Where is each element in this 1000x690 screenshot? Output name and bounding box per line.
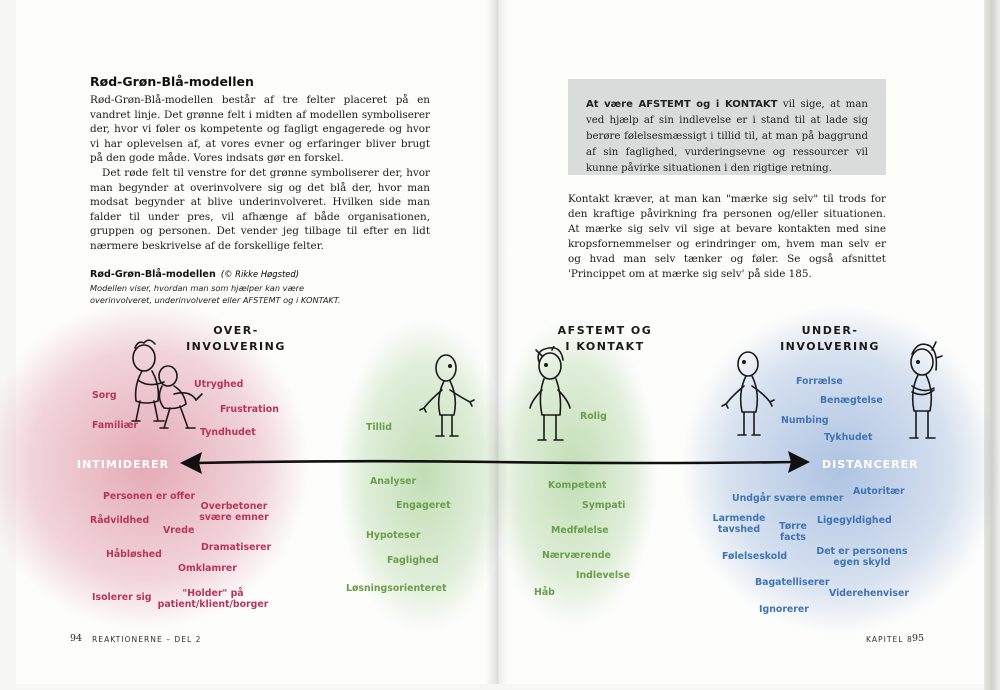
paragraph: Det røde felt til venstre for det grønne… bbox=[90, 166, 430, 252]
green-field-right bbox=[490, 318, 658, 628]
blue-keyword: Undgår svære emner bbox=[732, 493, 844, 504]
red-keyword: Tyndhudet bbox=[200, 427, 256, 438]
green-keyword: Håb bbox=[534, 587, 555, 598]
keyword-line: tavshed bbox=[717, 524, 761, 535]
keyword-line: facts bbox=[779, 532, 807, 543]
blue-keyword: Forrælse bbox=[796, 376, 843, 387]
caption-credit: (© Rikke Høgsted) bbox=[220, 269, 299, 279]
red-keyword: Vrede bbox=[163, 525, 195, 536]
green-keyword: Medfølelse bbox=[551, 525, 609, 536]
over-involved-figures-illustration bbox=[131, 339, 203, 429]
green-keyword: Sympati bbox=[582, 500, 626, 511]
involvement-axis-arrow bbox=[180, 451, 810, 474]
green-keyword: Nærværende bbox=[542, 550, 611, 561]
blue-keyword: Tørre facts bbox=[774, 521, 812, 543]
section-heading: Rød-Grøn-Blå-modellen bbox=[90, 74, 254, 89]
page-edges bbox=[984, 0, 1000, 690]
green-field-left bbox=[338, 318, 510, 633]
keyword-line: egen skyld bbox=[833, 557, 891, 568]
callout-rest: vil sige, at man ved hjælp af sin indlev… bbox=[586, 99, 868, 174]
green-keyword: Rolig bbox=[580, 411, 607, 422]
distanced-figure-illustration bbox=[721, 351, 775, 436]
red-keyword: "Holder" på patient/klient/borger bbox=[152, 588, 274, 610]
paragraph: Rød-Grøn-Blå-modellen består af tre felt… bbox=[90, 94, 430, 165]
figure-caption: Rød-Grøn-Blå-modellen (© Rikke Høgsted) … bbox=[90, 262, 390, 306]
keyword-line: Det er personens bbox=[816, 546, 908, 557]
green-keyword: Indlevelse bbox=[576, 570, 631, 581]
keyword-line: svære emner bbox=[199, 512, 269, 523]
blue-keyword: Følelseskold bbox=[722, 551, 788, 562]
page-number-right: 95 bbox=[912, 633, 925, 644]
blue-keyword: Numbing bbox=[781, 415, 829, 426]
green-keyword: Faglighed bbox=[387, 555, 439, 566]
red-keyword: Personen er offer bbox=[103, 491, 196, 502]
keyword-line: "Holder" på bbox=[182, 588, 244, 599]
header-line: INVOLVERING bbox=[780, 340, 880, 353]
paragraph: Kontakt kræver, at man kan "mærke sig se… bbox=[568, 193, 886, 280]
blue-keyword: Benægtelse bbox=[820, 395, 883, 406]
blue-keyword: Larmende tavshed bbox=[708, 513, 770, 535]
red-keyword: Utryghed bbox=[194, 379, 244, 390]
red-keyword: Overbetoner svære emner bbox=[198, 501, 270, 523]
axis-label-distancerer: DISTANCERER bbox=[822, 458, 919, 471]
red-keyword: Håbløshed bbox=[106, 549, 162, 560]
blue-keyword: Ignorerer bbox=[759, 604, 809, 615]
header-line: AFSTEMT OG bbox=[557, 324, 653, 337]
over-involvering-header: OVER- INVOLVERING bbox=[176, 323, 296, 355]
keyword-line: patient/klient/borger bbox=[157, 599, 269, 610]
book-gutter bbox=[486, 0, 508, 684]
page-number-left: 94 bbox=[70, 633, 83, 644]
header-line: UNDER- bbox=[801, 324, 859, 337]
caption-text: Modellen viser, hvordan man som hjælper … bbox=[90, 283, 341, 305]
blue-keyword: Viderehenviser bbox=[829, 588, 909, 599]
afstemt-header: AFSTEMT OG I KONTAKT bbox=[550, 323, 660, 355]
green-keyword: Engageret bbox=[396, 500, 451, 511]
blue-keyword: Det er personens egen skyld bbox=[814, 546, 910, 568]
red-keyword: Omklamrer bbox=[178, 563, 237, 574]
red-keyword: Isolerer sig bbox=[92, 592, 152, 603]
running-head-right: KAPITEL 8 bbox=[866, 635, 913, 644]
red-keyword: Familiær bbox=[92, 420, 139, 431]
under-involvering-header: UNDER- INVOLVERING bbox=[770, 323, 890, 355]
header-line: OVER- bbox=[213, 324, 259, 337]
calm-figure-illustration bbox=[529, 346, 571, 441]
blue-keyword: Tykhudet bbox=[824, 432, 873, 443]
under-involved-figure-illustration bbox=[909, 341, 943, 439]
left-body: Rød-Grøn-Blå-modellen består af tre felt… bbox=[90, 93, 430, 254]
blue-keyword: Bagatelliserer bbox=[755, 577, 830, 588]
callout-box: At være AFSTEMT og i KONTAKT vil sige, a… bbox=[568, 79, 886, 175]
right-body: Kontakt kræver, at man kan "mærke sig se… bbox=[568, 192, 886, 282]
running-head-left: REAKTIONERNE – DEL 2 bbox=[92, 635, 202, 644]
green-keyword: Tillid bbox=[366, 422, 392, 433]
green-keyword: Kompetent bbox=[548, 480, 607, 491]
blue-field bbox=[680, 305, 1000, 635]
red-keyword: Frustration bbox=[220, 404, 279, 415]
neutral-figure-illustration bbox=[419, 354, 475, 437]
green-keyword: Løsningsorienteret bbox=[346, 583, 447, 594]
callout-text: At være AFSTEMT og i KONTAKT vil sige, a… bbox=[586, 97, 868, 177]
header-line: I KONTAKT bbox=[565, 340, 645, 353]
keyword-line: Overbetoner bbox=[200, 501, 268, 512]
header-line: INVOLVERING bbox=[186, 340, 286, 353]
keyword-line: Larmende bbox=[712, 513, 766, 524]
red-keyword: Dramatiserer bbox=[201, 542, 272, 553]
axis-label-intimiderer: INTIMIDERER bbox=[77, 458, 170, 471]
callout-bold: At være AFSTEMT og i KONTAKT bbox=[586, 99, 778, 110]
red-keyword: Rådvildhed bbox=[90, 515, 150, 526]
green-keyword: Hypoteser bbox=[366, 530, 421, 541]
keyword-line: Tørre bbox=[779, 521, 807, 532]
blue-keyword: Ligegyldighed bbox=[817, 515, 892, 526]
caption-title: Rød-Grøn-Blå-modellen bbox=[90, 269, 216, 280]
red-keyword: Sorg bbox=[92, 390, 117, 401]
green-keyword: Analyser bbox=[370, 476, 417, 487]
blue-keyword: Autoritær bbox=[853, 486, 905, 497]
